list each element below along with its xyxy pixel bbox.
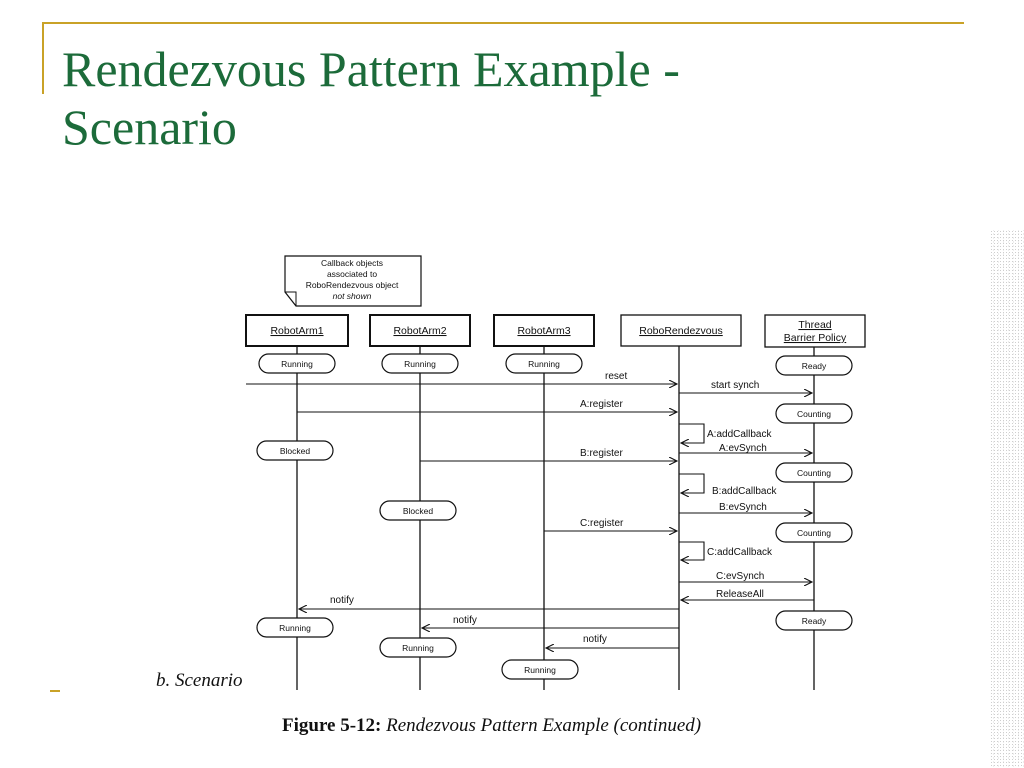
svg-text:Blocked: Blocked [280,446,311,456]
figure-caption-text: Rendezvous Pattern Example (continued) [386,715,702,736]
head-robotarm1-label: RobotArm1 [270,325,323,337]
slide-title-line2: Scenario [62,99,237,155]
msg-b-addcallback-arrow [679,473,705,493]
note-line-4: not shown [333,291,372,301]
note-line-1: Callback objects [321,258,383,268]
state-arm1-running-2: Running [256,617,334,638]
msg-notify-1-label: notify [330,595,354,606]
svg-text:Counting: Counting [797,468,831,478]
note-callout: Callback objects associated to RoboRende… [284,255,422,307]
msg-a-register-label: A:register [580,399,623,410]
accent-rule-left [42,22,44,94]
svg-text:Running: Running [279,623,311,633]
head-robotarm1: RobotArm1 [245,314,349,347]
msg-notify-3-label: notify [583,634,607,645]
state-arm2-running-2: Running [379,637,457,658]
msg-b-evsynch-label: B:evSynch [719,502,767,513]
svg-text:Running: Running [402,643,434,653]
msg-b-register-label: B:register [580,448,623,459]
slide-title: Rendezvous Pattern Example - Scenario [62,40,962,156]
msg-a-addcallback-label: A:addCallback [707,429,772,440]
head-roborendezvous-label: RoboRendezvous [639,325,722,337]
svg-text:Counting: Counting [797,528,831,538]
head-roborendezvous: RoboRendezvous [620,314,742,347]
state-tp-ready: Ready [775,355,853,376]
state-tp-counting-3: Counting [775,522,853,543]
figure-caption: Figure 5-12: Rendezvous Pattern Example … [282,715,701,737]
head-robotarm3: RobotArm3 [493,314,595,347]
svg-text:Running: Running [524,665,556,675]
msg-a-addcallback-arrow [679,423,705,443]
msg-start-synch-label: start synch [711,380,759,391]
state-arm2-blocked: Blocked [379,500,457,521]
svg-text:Running: Running [404,359,436,369]
msg-c-addcallback-arrow [679,541,705,560]
state-arm2-running: Running [381,353,459,374]
accent-rule-bottom [50,690,60,692]
head-thread-barrier-label-1: Thread [798,319,831,331]
note-line-2: associated to [327,269,377,279]
svg-text:Blocked: Blocked [403,506,434,516]
head-robotarm2: RobotArm2 [369,314,471,347]
lifeline-lines [296,346,815,690]
slide-title-line1: Rendezvous Pattern Example - [62,41,680,97]
head-robotarm3-label: RobotArm3 [517,325,570,337]
msg-c-evsynch-label: C:evSynch [716,571,764,582]
note-line-3: RoboRendezvous object [306,280,399,290]
state-tp-counting-2: Counting [775,462,853,483]
msg-c-register-label: C:register [580,518,624,529]
state-tp-counting-1: Counting [775,403,853,424]
msg-c-addcallback-label: C:addCallback [707,547,773,558]
svg-text:Ready: Ready [802,361,827,371]
head-robotarm2-label: RobotArm2 [393,325,446,337]
state-arm3-running-2: Running [501,659,579,680]
svg-text:Counting: Counting [797,409,831,419]
msg-releaseall-label: ReleaseAll [716,589,764,600]
svg-text:Running: Running [281,359,313,369]
scan-noise-strip [990,230,1024,768]
state-arm1-blocked: Blocked [256,440,334,461]
figure-sub-label: b. Scenario [156,670,243,691]
msg-reset-label: reset [605,371,627,382]
head-thread-barrier: Thread Barrier Policy [764,314,866,348]
lifeline-heads: RobotArm1 RobotArm2 RobotArm3 RoboRendez… [245,314,866,348]
messages [246,384,814,648]
figure-caption-number: Figure 5-12: [282,715,382,736]
svg-text:Running: Running [528,359,560,369]
msg-notify-2-label: notify [453,615,477,626]
msg-b-addcallback-label: B:addCallback [712,486,777,497]
head-thread-barrier-label-2: Barrier Policy [784,332,847,344]
msg-a-evsynch-label: A:evSynch [719,443,767,454]
message-labels: reset start synch A:register A:addCallba… [330,371,777,645]
accent-rule-top [42,22,964,24]
svg-text:Ready: Ready [802,616,827,626]
state-arm3-running: Running [505,353,583,374]
state-tp-ready-2: Ready [775,610,853,631]
state-pills: Running Running Running Ready Counting B… [256,353,853,680]
state-arm1-running: Running [258,353,336,374]
